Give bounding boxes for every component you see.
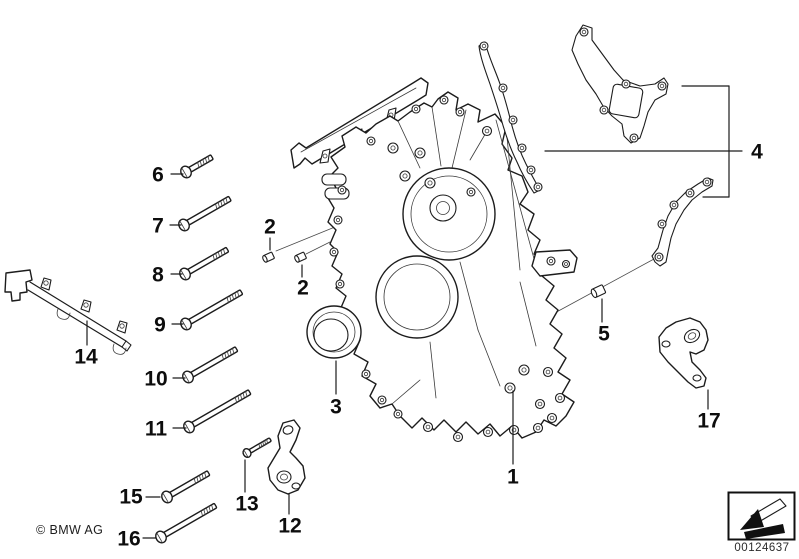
part-5-dowel-drawing <box>590 284 607 299</box>
callout-leader-lines <box>86 85 743 539</box>
part-10-bolt-drawing <box>182 346 239 384</box>
part-9-bolt-drawing <box>180 289 243 331</box>
callout-8[interactable]: 8 <box>152 263 164 287</box>
callout-10[interactable]: 10 <box>144 367 168 391</box>
copyright-notice: © BMW AG <box>36 523 104 537</box>
callout-16[interactable]: 16 <box>117 527 141 551</box>
callout-15[interactable]: 15 <box>119 485 143 509</box>
part-17-bracket-drawing <box>658 317 709 389</box>
part-15-bolt-drawing <box>161 470 211 504</box>
part-4-gasket-set-drawing <box>478 24 714 267</box>
part-1-timing-case-drawing <box>290 77 578 443</box>
callout-4[interactable]: 4 <box>751 140 763 164</box>
callout-12[interactable]: 12 <box>278 514 302 538</box>
callout-2b[interactable]: 2 <box>297 276 309 300</box>
callout-7[interactable]: 7 <box>152 214 164 238</box>
callout-6[interactable]: 6 <box>152 163 164 187</box>
callout-3[interactable]: 3 <box>330 395 342 419</box>
part-8-bolt-drawing <box>179 246 229 281</box>
callout-5[interactable]: 5 <box>598 322 610 346</box>
part-12-bracket-drawing <box>267 419 306 495</box>
part-3-shaft-seal-drawing <box>306 305 362 359</box>
bolt-drawings <box>155 154 272 544</box>
callout-1[interactable]: 1 <box>507 465 519 489</box>
part-13-bolt-drawing <box>242 437 272 459</box>
part-6-bolt-drawing <box>180 154 214 179</box>
part-16-bolt-drawing <box>155 502 218 544</box>
part-14-cable-rail-drawing <box>4 269 132 355</box>
callout-9[interactable]: 9 <box>154 313 166 337</box>
part-11-bolt-drawing <box>183 389 252 434</box>
callout-14[interactable]: 14 <box>74 345 98 369</box>
part-7-bolt-drawing <box>178 195 232 232</box>
callout-2a[interactable]: 2 <box>264 215 276 239</box>
image-number: 00124637 <box>734 542 790 554</box>
continue-arrow-icon[interactable] <box>727 491 796 541</box>
callout-17[interactable]: 17 <box>697 409 721 433</box>
callout-11[interactable]: 11 <box>144 417 168 441</box>
part-2-dowel-drawings <box>262 251 307 263</box>
callout-13[interactable]: 13 <box>235 492 259 516</box>
